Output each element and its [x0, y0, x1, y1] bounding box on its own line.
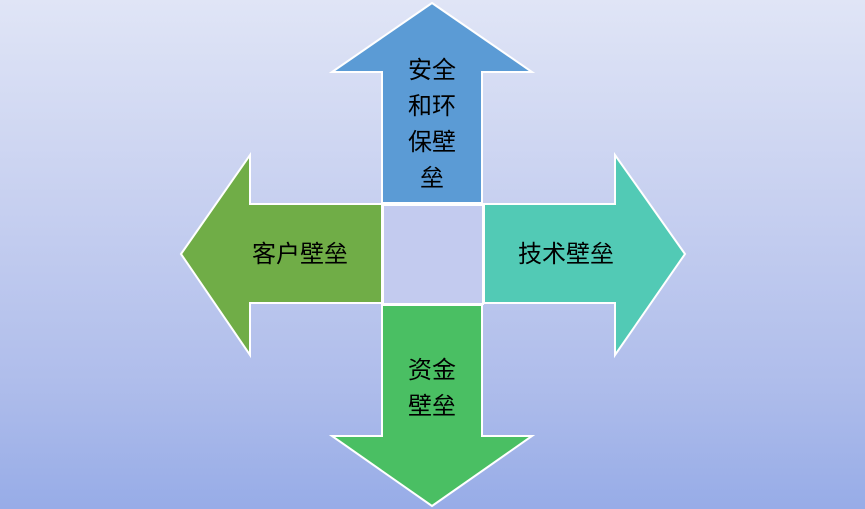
up-arrow-label: 安全 和环 保壁 垒: [408, 56, 456, 192]
right-arrow-label: 技术壁垒: [518, 240, 614, 268]
center-square: [382, 204, 484, 305]
left-arrow-label: 客户壁垒: [252, 240, 348, 268]
down-arrow-label: 资金 壁垒: [408, 356, 456, 420]
up-arrow-shape: [328, 1, 536, 204]
